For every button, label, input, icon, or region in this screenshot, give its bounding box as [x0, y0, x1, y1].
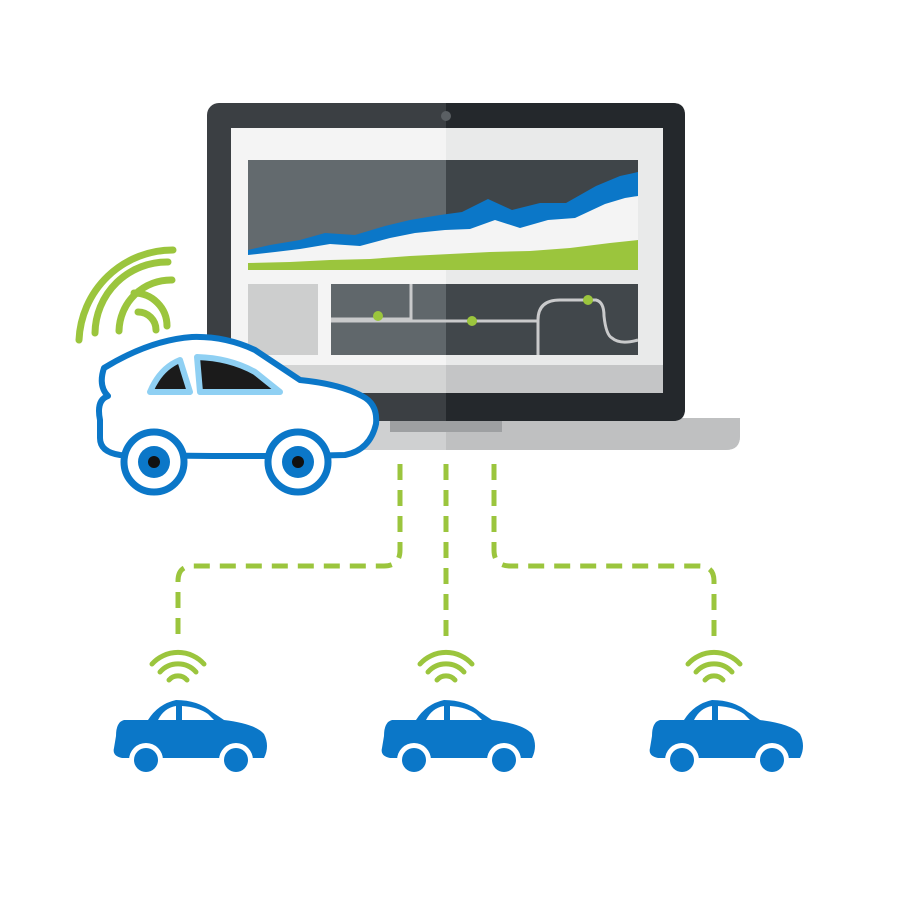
dashed-connection-line	[175, 464, 717, 640]
car-icon	[114, 652, 267, 777]
connected-car-icon	[75, 246, 380, 496]
car-icon	[382, 652, 535, 777]
map-marker	[373, 311, 383, 321]
chart-series-green	[248, 240, 638, 270]
screen-map-panel	[331, 284, 639, 355]
map-marker	[583, 295, 593, 305]
fleet-car-right	[650, 652, 803, 777]
laptop-icon	[150, 103, 740, 450]
laptop-camera	[441, 111, 451, 121]
connector-right	[491, 464, 717, 640]
connector-left	[175, 464, 403, 640]
hub-car-window-back	[147, 357, 193, 395]
screen-tile	[248, 284, 318, 355]
hub-car-window-front	[194, 354, 283, 395]
fleet-car-center	[382, 652, 535, 777]
hub-car-wheel-front	[264, 428, 332, 496]
fleet-car-left	[114, 652, 267, 777]
laptop-base-shadow	[446, 418, 740, 450]
screen-area-chart	[248, 160, 638, 270]
wifi-signal-icon	[75, 246, 177, 344]
screen-bottom-bar-shade	[446, 365, 663, 393]
hub-car-wheel-rear	[120, 428, 188, 496]
laptop-hinge	[390, 420, 502, 432]
car-icon	[650, 652, 803, 777]
map-marker	[467, 316, 477, 326]
